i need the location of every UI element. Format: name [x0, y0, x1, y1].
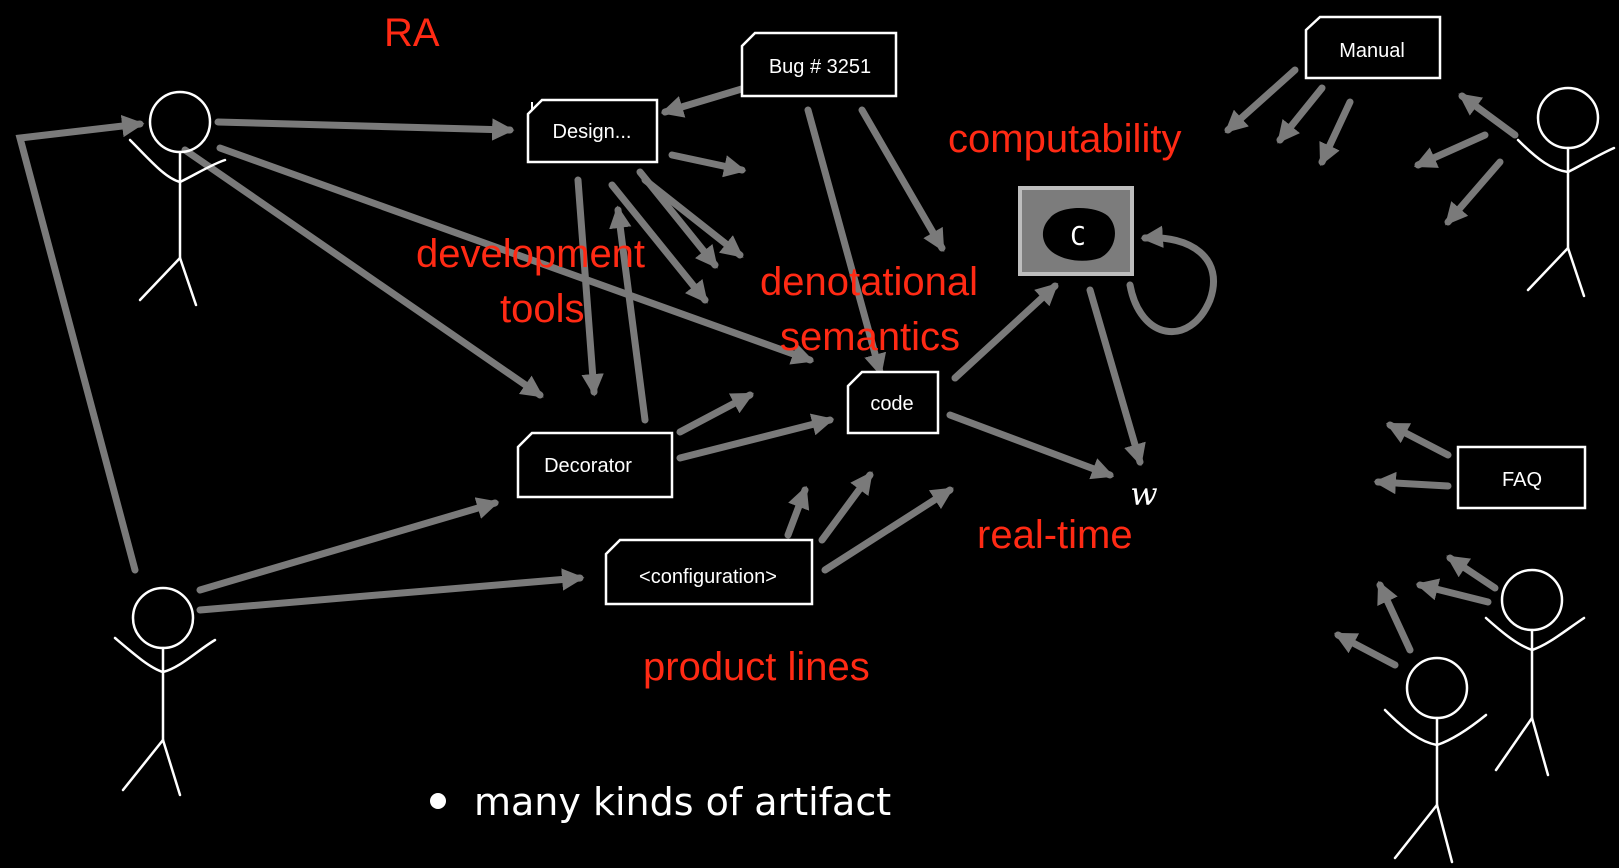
doc-decorator: Decorator	[516, 431, 674, 499]
arrow-rfig-a	[1413, 131, 1489, 169]
label-denotational: denotational	[760, 260, 978, 304]
arrow-rfig-manual	[1458, 92, 1519, 139]
doc-design-label: Design...	[553, 121, 632, 143]
doc-manual-label: Manual	[1339, 40, 1405, 62]
arrows	[15, 66, 1519, 669]
doc-configuration-label: <configuration>	[639, 566, 777, 588]
arrow-manual-c	[1318, 98, 1354, 167]
label-semantics: semantics	[780, 315, 960, 359]
arrow-config-a	[784, 485, 810, 539]
arrow-topfig-design	[214, 118, 515, 141]
label-tools: tools	[500, 287, 585, 331]
stick-figures	[113, 86, 1616, 864]
arrow-botfig-decorator	[196, 497, 500, 594]
doc-bug: Bug # 3251	[740, 31, 898, 98]
computation-box: C	[1018, 186, 1134, 276]
arrow-config-b	[818, 471, 874, 544]
blob-icon	[1042, 207, 1115, 261]
stick-figure-top-left-icon	[128, 90, 227, 307]
doc-faq-label: FAQ	[1502, 469, 1542, 491]
c-glyph: C	[1070, 222, 1086, 252]
arrow-bug-code	[804, 106, 887, 377]
arrow-manual-b	[1276, 84, 1326, 144]
w-glyph: w	[1130, 475, 1157, 513]
doc-decorator-label: Decorator	[544, 455, 632, 477]
label-product-lines: product lines	[643, 645, 870, 689]
doc-faq: FAQ	[1456, 445, 1587, 510]
arrow-topfig-decorator	[181, 146, 544, 399]
arrow-manual-a	[1224, 66, 1299, 134]
label-computability: computability	[948, 117, 1181, 161]
doc-design: Design...	[526, 98, 659, 164]
doc-bug-label: Bug # 3251	[769, 56, 871, 78]
arrow-brfig-a	[1446, 554, 1499, 592]
arrow-brfig-b	[1415, 578, 1492, 606]
arrow-decorator-a	[676, 391, 754, 436]
arrow-design-d	[574, 176, 604, 397]
stick-figure-bottom-left-icon	[113, 586, 217, 797]
arrow-brfig-c	[1376, 580, 1414, 654]
stick-figure-bottom-right-b-icon	[1383, 656, 1488, 864]
arrow-design-c	[608, 181, 709, 304]
arrow-c-self	[1126, 225, 1218, 336]
doc-configuration: <configuration>	[604, 538, 814, 606]
arrow-topfig-code	[216, 144, 815, 365]
arrow-brfig-d	[1334, 631, 1399, 669]
label-ra: RA	[384, 11, 440, 55]
arrow-design-a	[668, 151, 747, 178]
label-real-time: real-time	[977, 513, 1133, 557]
arrow-loop-left	[15, 114, 145, 574]
bullet-dot-icon	[430, 793, 446, 809]
arrow-decorator-up	[609, 205, 649, 424]
bullet-text: many kinds of artifact	[474, 780, 891, 824]
arrow-rfig-b	[1444, 158, 1504, 226]
doc-code-label: code	[870, 393, 913, 415]
doc-code: code	[846, 370, 940, 435]
arrow-design-e	[636, 168, 719, 269]
arrow-faq-a	[1386, 421, 1452, 459]
arrow-code-c	[951, 282, 1059, 382]
stick-figure-right-icon	[1516, 86, 1616, 298]
label-development: development	[416, 232, 645, 276]
arrow-bug-c	[858, 106, 946, 252]
stick-figure-bottom-right-a-icon	[1484, 568, 1586, 777]
arrow-faq-b	[1373, 471, 1452, 495]
arrow-c-w	[1086, 286, 1146, 467]
arrow-code-w	[946, 411, 1115, 480]
arrow-botfig-config	[196, 568, 585, 614]
arrow-bug-design	[660, 84, 749, 118]
doc-manual: Manual	[1304, 15, 1442, 80]
arrow-decorator-code	[676, 413, 835, 462]
arrow-config-c	[821, 486, 954, 574]
